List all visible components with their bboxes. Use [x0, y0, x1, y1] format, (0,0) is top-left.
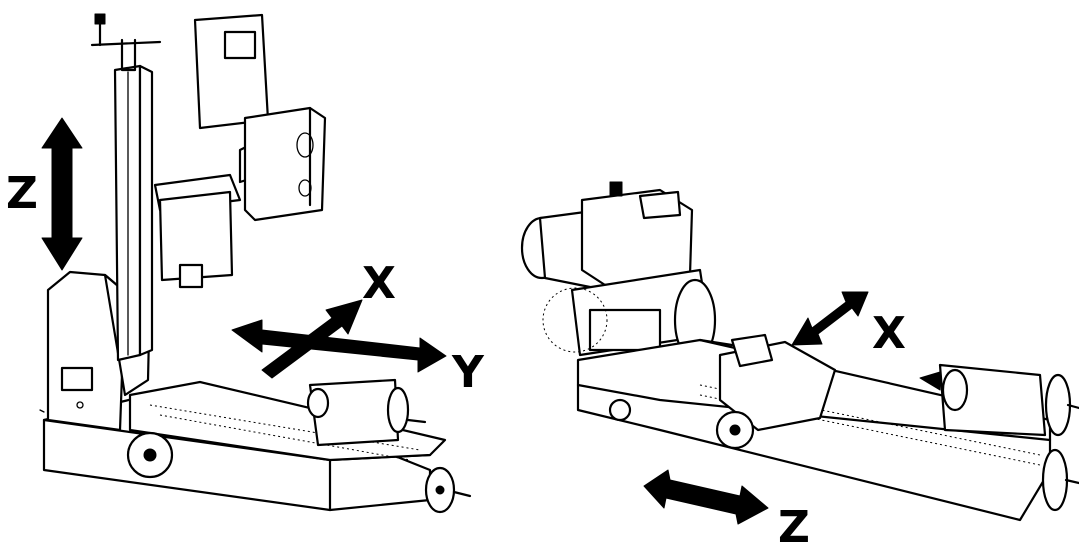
lathe-drawing [520, 181, 1079, 522]
mill-y-label: Y [451, 347, 485, 398]
milling-machine-drawing [39, 13, 472, 514]
mill-z-arrow [41, 117, 83, 271]
lathe-x-arrow [791, 291, 869, 346]
lathe-z-arrow [643, 469, 769, 525]
mill-z-label: Z [6, 168, 38, 219]
mill-x-label: X [362, 258, 396, 309]
mill-y-arrow [231, 319, 447, 373]
lathe-z-label: Z [778, 502, 810, 548]
lathe-x-label: X [872, 308, 906, 359]
